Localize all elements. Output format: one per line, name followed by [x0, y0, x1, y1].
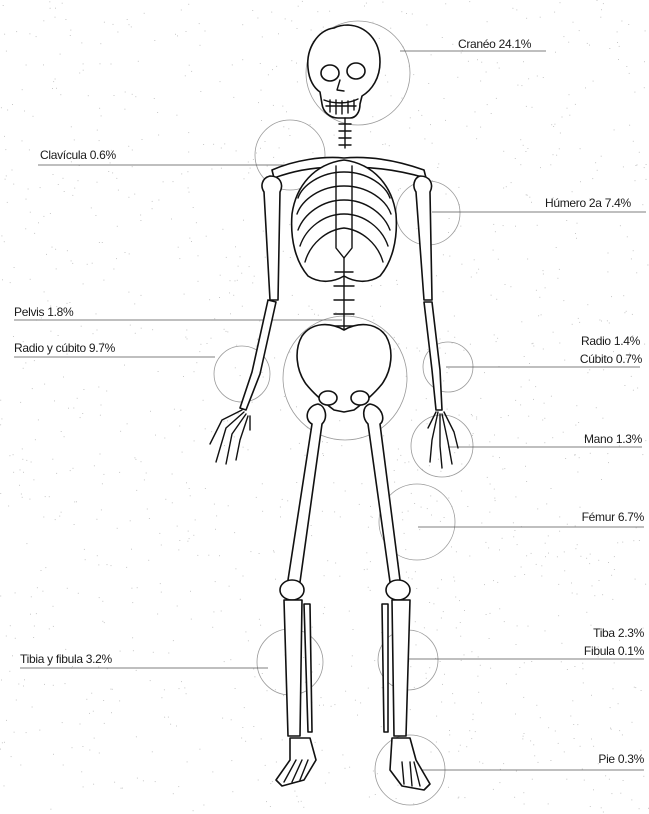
label-humero: Húmero 2a 7.4%	[545, 196, 631, 210]
foot-left	[276, 738, 316, 786]
forearm-right	[424, 302, 442, 410]
label-clavicula: Clavícula 0.6%	[40, 148, 116, 162]
hand-right	[428, 412, 458, 468]
humerus-left	[262, 176, 282, 300]
humerus-right	[414, 176, 432, 300]
label-cubito: Cúbito 0.7%	[560, 352, 642, 366]
label-mano: Mano 1.3%	[560, 432, 642, 446]
label-pelvis: Pelvis 1.8%	[14, 305, 73, 319]
label-femur: Fémur 6.7%	[550, 510, 644, 524]
label-fibula: Fibula 0.1%	[556, 644, 644, 658]
label-radio-cubito: Radio y cúbito 9.7%	[14, 341, 115, 355]
label-tibia: Tiba 2.3%	[556, 626, 644, 640]
knee-left	[280, 580, 304, 600]
label-pie: Pie 0.3%	[556, 752, 644, 766]
knee-right	[386, 580, 410, 600]
label-radio: Radio 1.4%	[560, 334, 640, 348]
fibula-right	[382, 604, 388, 732]
pelvis	[297, 325, 391, 412]
forearm-left	[240, 300, 276, 410]
label-craneo: Cranéo 24.1%	[458, 37, 531, 51]
label-tibia-fibula: Tibia y fibula 3.2%	[20, 652, 112, 666]
skeleton	[210, 25, 458, 790]
femur-left	[288, 404, 325, 582]
tibia-left	[284, 600, 302, 736]
hand-left	[210, 410, 250, 464]
femur-right	[364, 404, 400, 582]
tibia-right	[392, 600, 410, 736]
cervical-spine	[339, 118, 351, 148]
skull	[308, 25, 380, 118]
fibula-left	[304, 604, 312, 732]
